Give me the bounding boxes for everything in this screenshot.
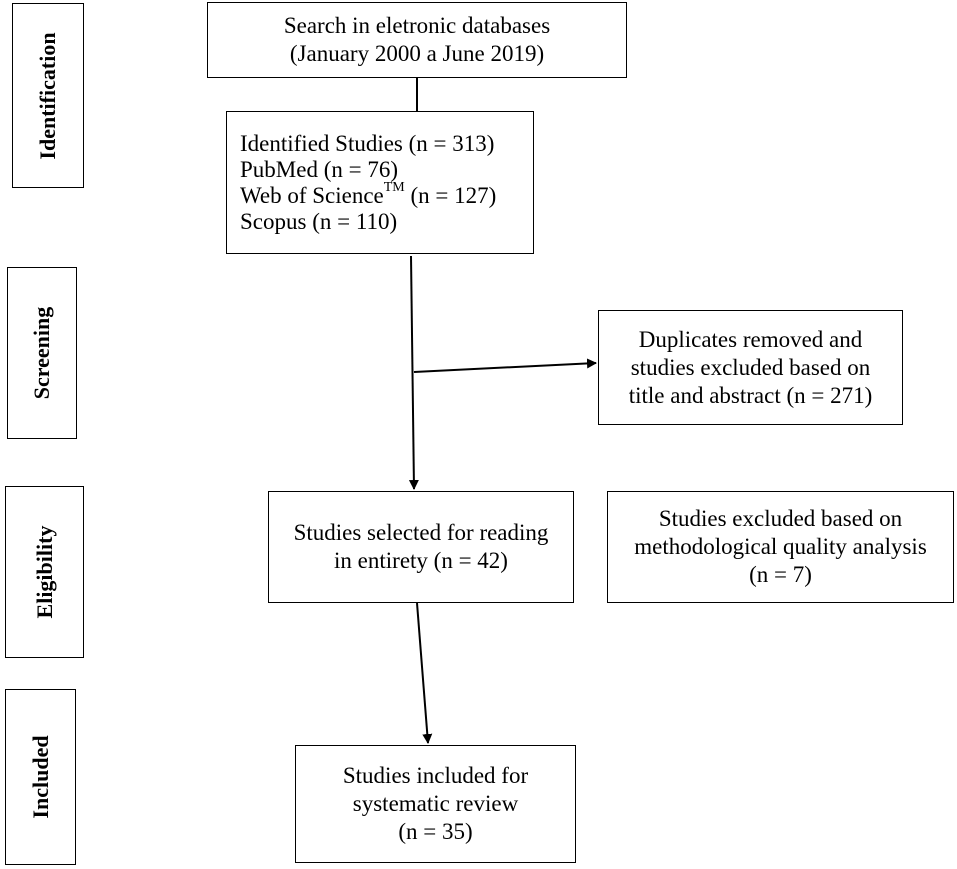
excluded-line-3: (n = 7) — [749, 562, 812, 587]
selected-line-2: in entirety (n = 42) — [334, 548, 508, 573]
included-line-2: systematic review — [352, 791, 519, 816]
identified-studies-box: Identified Studies (n = 313) PubMed (n =… — [226, 111, 534, 254]
wos-name: Web of Science — [240, 182, 384, 208]
identified-web-of-science: Web of ScienceTM (n = 127) — [240, 179, 497, 209]
duplicates-line-2: studies excluded based on — [630, 354, 871, 380]
excluded-line-2: methodological quality analysis — [634, 534, 927, 559]
identified-pubmed: PubMed (n = 76) — [240, 156, 398, 182]
search-databases-box: Search in eletronic databases (January 2… — [207, 2, 627, 78]
search-line-1: Search in eletronic databases — [283, 13, 551, 38]
stage-included: Included — [5, 689, 76, 865]
stage-identification: Identification — [12, 3, 84, 188]
selected-line-1: Studies selected for reading — [293, 520, 549, 545]
arrow-identified-to-selected — [408, 255, 419, 490]
search-line-2: (January 2000 a June 2019) — [289, 41, 545, 66]
wos-count: (n = 127) — [404, 182, 497, 208]
studies-excluded-quality-box: Studies excluded based on methodological… — [607, 491, 954, 603]
excluded-line-1: Studies excluded based on — [658, 506, 903, 531]
arrow-to-duplicates-removed — [413, 358, 597, 373]
stage-eligibility: Eligibility — [5, 486, 84, 658]
arrow-selected-to-included — [416, 602, 433, 744]
studies-selected-box: Studies selected for reading in entirety… — [268, 491, 574, 603]
stage-screening: Screening — [7, 267, 77, 439]
identified-total: Identified Studies (n = 313) — [240, 130, 495, 156]
wos-trademark: TM — [383, 179, 405, 195]
identified-scopus: Scopus (n = 110) — [240, 208, 398, 234]
duplicates-line-3: title and abstract (n = 271) — [628, 382, 873, 408]
included-line-3: (n = 35) — [398, 819, 473, 844]
duplicates-removed-box: Duplicates removed and studies excluded … — [598, 310, 903, 425]
studies-included-box: Studies included for systematic review (… — [295, 745, 576, 863]
duplicates-line-1: Duplicates removed and — [638, 326, 863, 352]
included-line-1: Studies included for — [342, 763, 529, 788]
